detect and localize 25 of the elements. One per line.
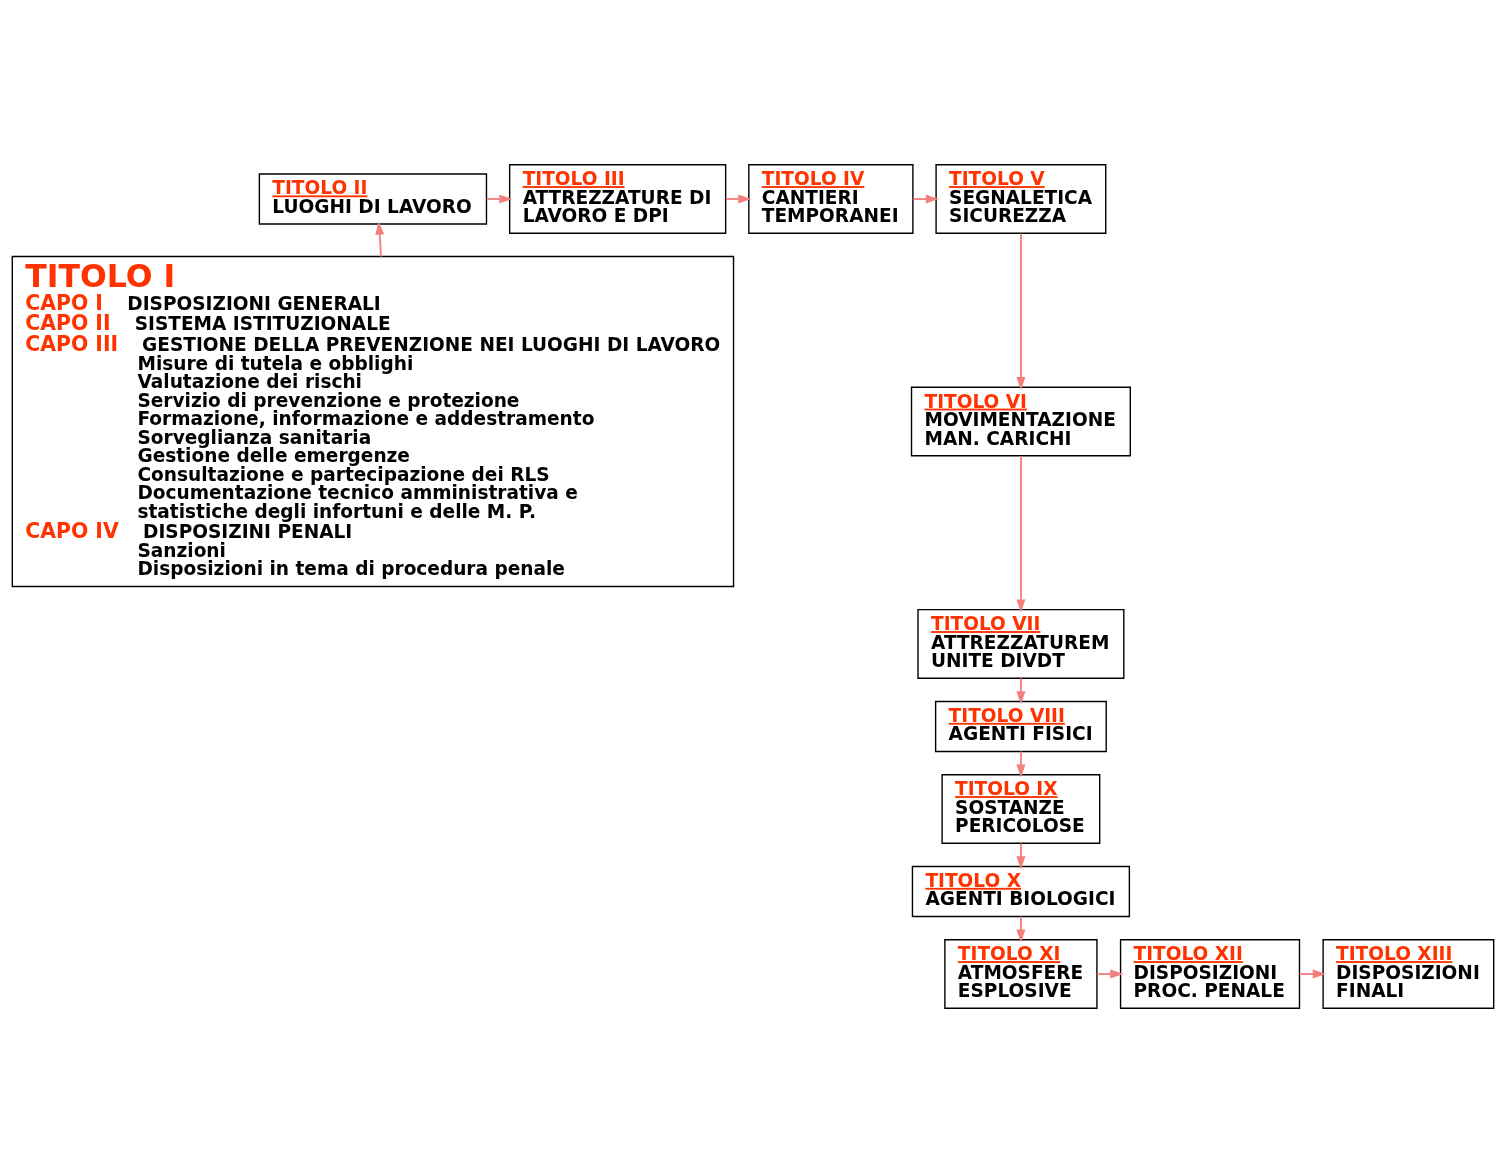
arrow [375, 221, 385, 257]
arrow [912, 193, 939, 204]
arrow [1016, 232, 1026, 390]
node-box: TITOLO II LUOGHI DI LAVORO [258, 172, 488, 225]
arrow [1016, 454, 1026, 612]
node-box: TITOLO X AGENTI BIOLOGICI [911, 865, 1131, 917]
arrow [1016, 676, 1026, 704]
arrow [1016, 750, 1026, 777]
node-box: TITOLO III ATTREZZATURE DI LAVORO E DPI [508, 163, 727, 234]
node-box: TITOLO VI MOVIMENTAZIONE MAN. CARICHI [910, 386, 1131, 456]
arrow [1298, 968, 1326, 979]
arrow [1096, 968, 1124, 979]
node-box: TITOLO V SEGNALETICA SICUREZZA [935, 163, 1107, 234]
arrow [725, 193, 752, 204]
arrow [1016, 915, 1026, 942]
node-box: TITOLO XII DISPOSIZIONI PROC. PENALE [1119, 938, 1301, 1009]
arrow [485, 193, 513, 204]
arrow [1016, 842, 1026, 869]
node-box: TITOLO XI ATMOSFERE ESPLOSIVE [944, 938, 1098, 1009]
node-box: TITOLO I CAPO I DISPOSIZIONI GENERALI CAPO II SISTEMA ISTITUZIONALE CAPO III GESTIONE DELLA PREVENZIONE NEI LUOGHI DI LAVORO Misure di tutela e obblighi Valutazione dei rischi Servizio di prevenzione e protezione Formazione, informazione e addestramento Sorveglianza sanitaria Gestione delle emergenze Consultazione e partecipazione dei RLS Documentazione tecnico amministrativa e statistiche degli infortuni e delle M. P. CAPO IV DISPOSIZINI PENALI Sanzioni Disposizioni in tema di procedura penale [11, 255, 735, 587]
node-box: TITOLO VIII AGENTI FISICI [934, 700, 1107, 752]
node-box: TITOLO XIII DISPOSIZIONI FINALI [1322, 938, 1495, 1009]
node-box: TITOLO VII ATTREZZATUREM UNITE DIVDT [917, 608, 1125, 679]
node-box: TITOLO IV CANTIERI TEMPORANEI [748, 163, 914, 234]
node-box: TITOLO IX SOSTANZE PERICOLOSE [941, 773, 1101, 844]
